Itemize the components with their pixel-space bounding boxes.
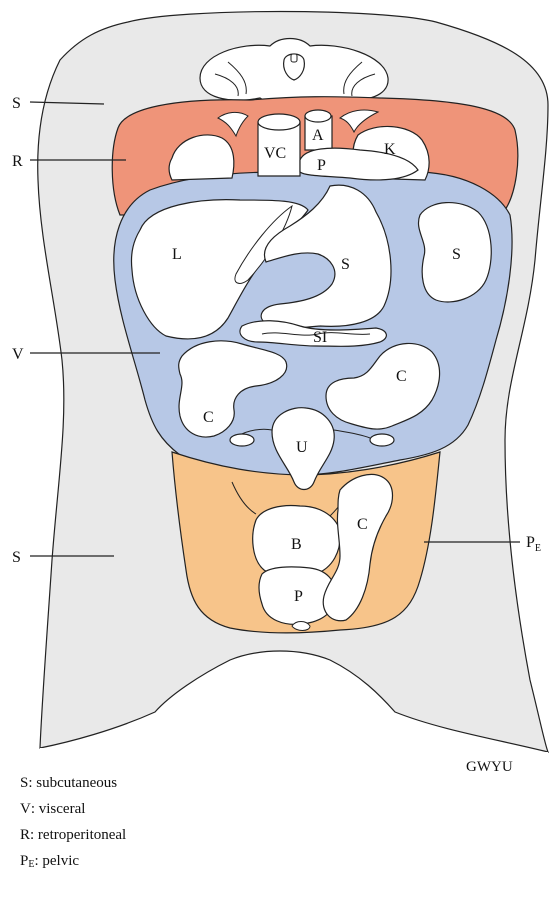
ovary-right <box>370 434 394 446</box>
callout-label-visceral: V <box>12 346 24 363</box>
vena-cava-top <box>258 114 300 130</box>
legend-text: : subcutaneous <box>28 775 117 791</box>
callout-label-subcutaneous-lower: S <box>12 549 21 566</box>
legend-abbr: V <box>20 801 31 817</box>
ovary-left <box>230 434 254 446</box>
organ-label-kidney: K <box>384 141 396 158</box>
organ-label-colon-pelvic: C <box>357 516 368 533</box>
callout-label-retroperitoneal: R <box>12 153 23 170</box>
legend-item-pelvic: PE: pelvic <box>20 850 126 876</box>
legend-text: : retroperitoneal <box>30 827 126 843</box>
organ-label-colon-right: C <box>396 368 407 385</box>
rectum <box>292 622 310 631</box>
legend-abbr: R <box>20 827 30 843</box>
organ-label-small-intestine: SI <box>313 329 327 346</box>
legend-text: : pelvic <box>34 853 79 869</box>
legend-item-visceral: V: visceral <box>20 798 126 824</box>
organ-label-uterus: U <box>296 439 308 456</box>
organ-label-stomach: S <box>341 256 350 273</box>
callout-label-subcutaneous-upper: S <box>12 95 21 112</box>
aorta-top <box>305 110 331 122</box>
legend-item-retroperitoneal: R: retroperitoneal <box>20 824 126 850</box>
vertebra-notch <box>291 54 297 62</box>
organ-label-vena-cava: VC <box>264 145 286 162</box>
organ-label-liver: L <box>172 246 182 263</box>
legend-item-subcutaneous: S: subcutaneous <box>20 772 126 798</box>
author-credit: GWYU <box>466 759 513 775</box>
organ-label-prostate: P <box>294 588 303 605</box>
organ-label-spleen: S <box>452 246 461 263</box>
callout-label-pelvic: PE <box>526 534 541 554</box>
organ-label-bladder: B <box>291 536 302 553</box>
organ-label-colon-left: C <box>203 409 214 426</box>
callout-label-pelvic-main: P <box>526 534 535 551</box>
organ-label-aorta: A <box>312 127 324 144</box>
legend-text: : visceral <box>31 801 86 817</box>
legend: S: subcutaneous V: visceral R: retroperi… <box>20 772 126 876</box>
callout-label-pelvic-sub: E <box>535 543 541 554</box>
organ-label-pancreas: P <box>317 157 326 174</box>
